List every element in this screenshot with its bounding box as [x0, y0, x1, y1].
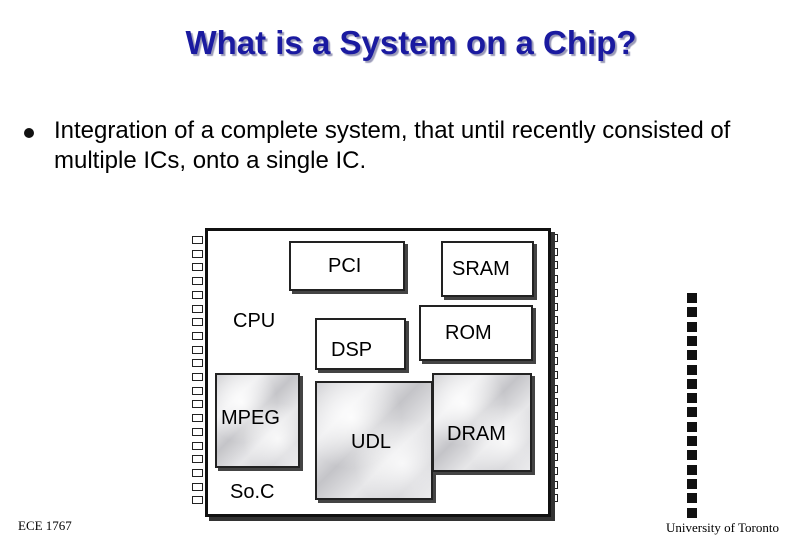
- rom-label: ROM: [445, 322, 492, 344]
- mpeg-block: MPEG: [215, 373, 300, 468]
- chip-pin: [192, 482, 203, 491]
- pci-label: PCI: [328, 255, 362, 277]
- chip-pin: [192, 427, 203, 436]
- cpu-label: CPU: [233, 310, 276, 332]
- dsp-label: DSP: [331, 339, 373, 361]
- chip-pin: [687, 450, 697, 461]
- chip-pin: [192, 290, 203, 299]
- chip-pin: [192, 331, 203, 340]
- chip-pin: [687, 407, 697, 418]
- sram-label: SRAM: [452, 258, 510, 280]
- pci-block: PCI: [289, 241, 405, 291]
- chip-pin: [687, 378, 697, 389]
- chip-pin: [192, 318, 203, 327]
- chip-pin: [192, 359, 203, 368]
- dram-label: DRAM: [447, 423, 506, 445]
- university-footer: University of Toronto: [666, 520, 779, 535]
- chip-pin: [192, 263, 203, 272]
- bullet-text: Integration of a complete system, that u…: [54, 117, 731, 174]
- chip-pin: [192, 249, 203, 258]
- chip-pin: [192, 304, 203, 313]
- udl-block: UDL: [315, 381, 433, 500]
- chip-pin: [687, 293, 697, 303]
- udl-label: UDL: [351, 431, 392, 453]
- chip-pin: [192, 414, 203, 423]
- chip-pin: [192, 400, 203, 409]
- chip-pin: [687, 421, 697, 432]
- chip-pin: [687, 335, 697, 346]
- sram-block: SRAM: [441, 241, 534, 297]
- chip-pin: [687, 307, 697, 318]
- chip-pin: [687, 478, 697, 489]
- dram-block: DRAM: [432, 373, 532, 472]
- chip-pin: [192, 345, 203, 354]
- mpeg-label: MPEG: [221, 407, 280, 429]
- chip-pin: [687, 350, 697, 361]
- chip-pin: [687, 436, 697, 446]
- chip-pin: [192, 236, 203, 244]
- chip-pin: [192, 468, 203, 477]
- chip-pin: [687, 493, 697, 504]
- dsp-block: DSP: [315, 318, 406, 370]
- chip-pin: [192, 386, 203, 395]
- chip-pin: [687, 321, 697, 332]
- slide-title: What is a System on a Chip?: [185, 24, 637, 61]
- chip-pin: [192, 496, 203, 505]
- chip-pin: [687, 393, 697, 404]
- soc-label: So.C: [230, 481, 275, 503]
- course-footer: ECE 1767: [18, 518, 72, 533]
- chip-pin: [687, 464, 697, 475]
- chip-pin: [687, 364, 697, 375]
- chip-pin: [192, 455, 203, 464]
- chip-pin: [192, 277, 203, 286]
- chip-pin: [687, 507, 697, 518]
- chip-pin: [192, 441, 203, 450]
- rom-block: ROM: [419, 305, 533, 361]
- bullet-icon: [24, 128, 34, 138]
- chip-pin: [192, 373, 203, 381]
